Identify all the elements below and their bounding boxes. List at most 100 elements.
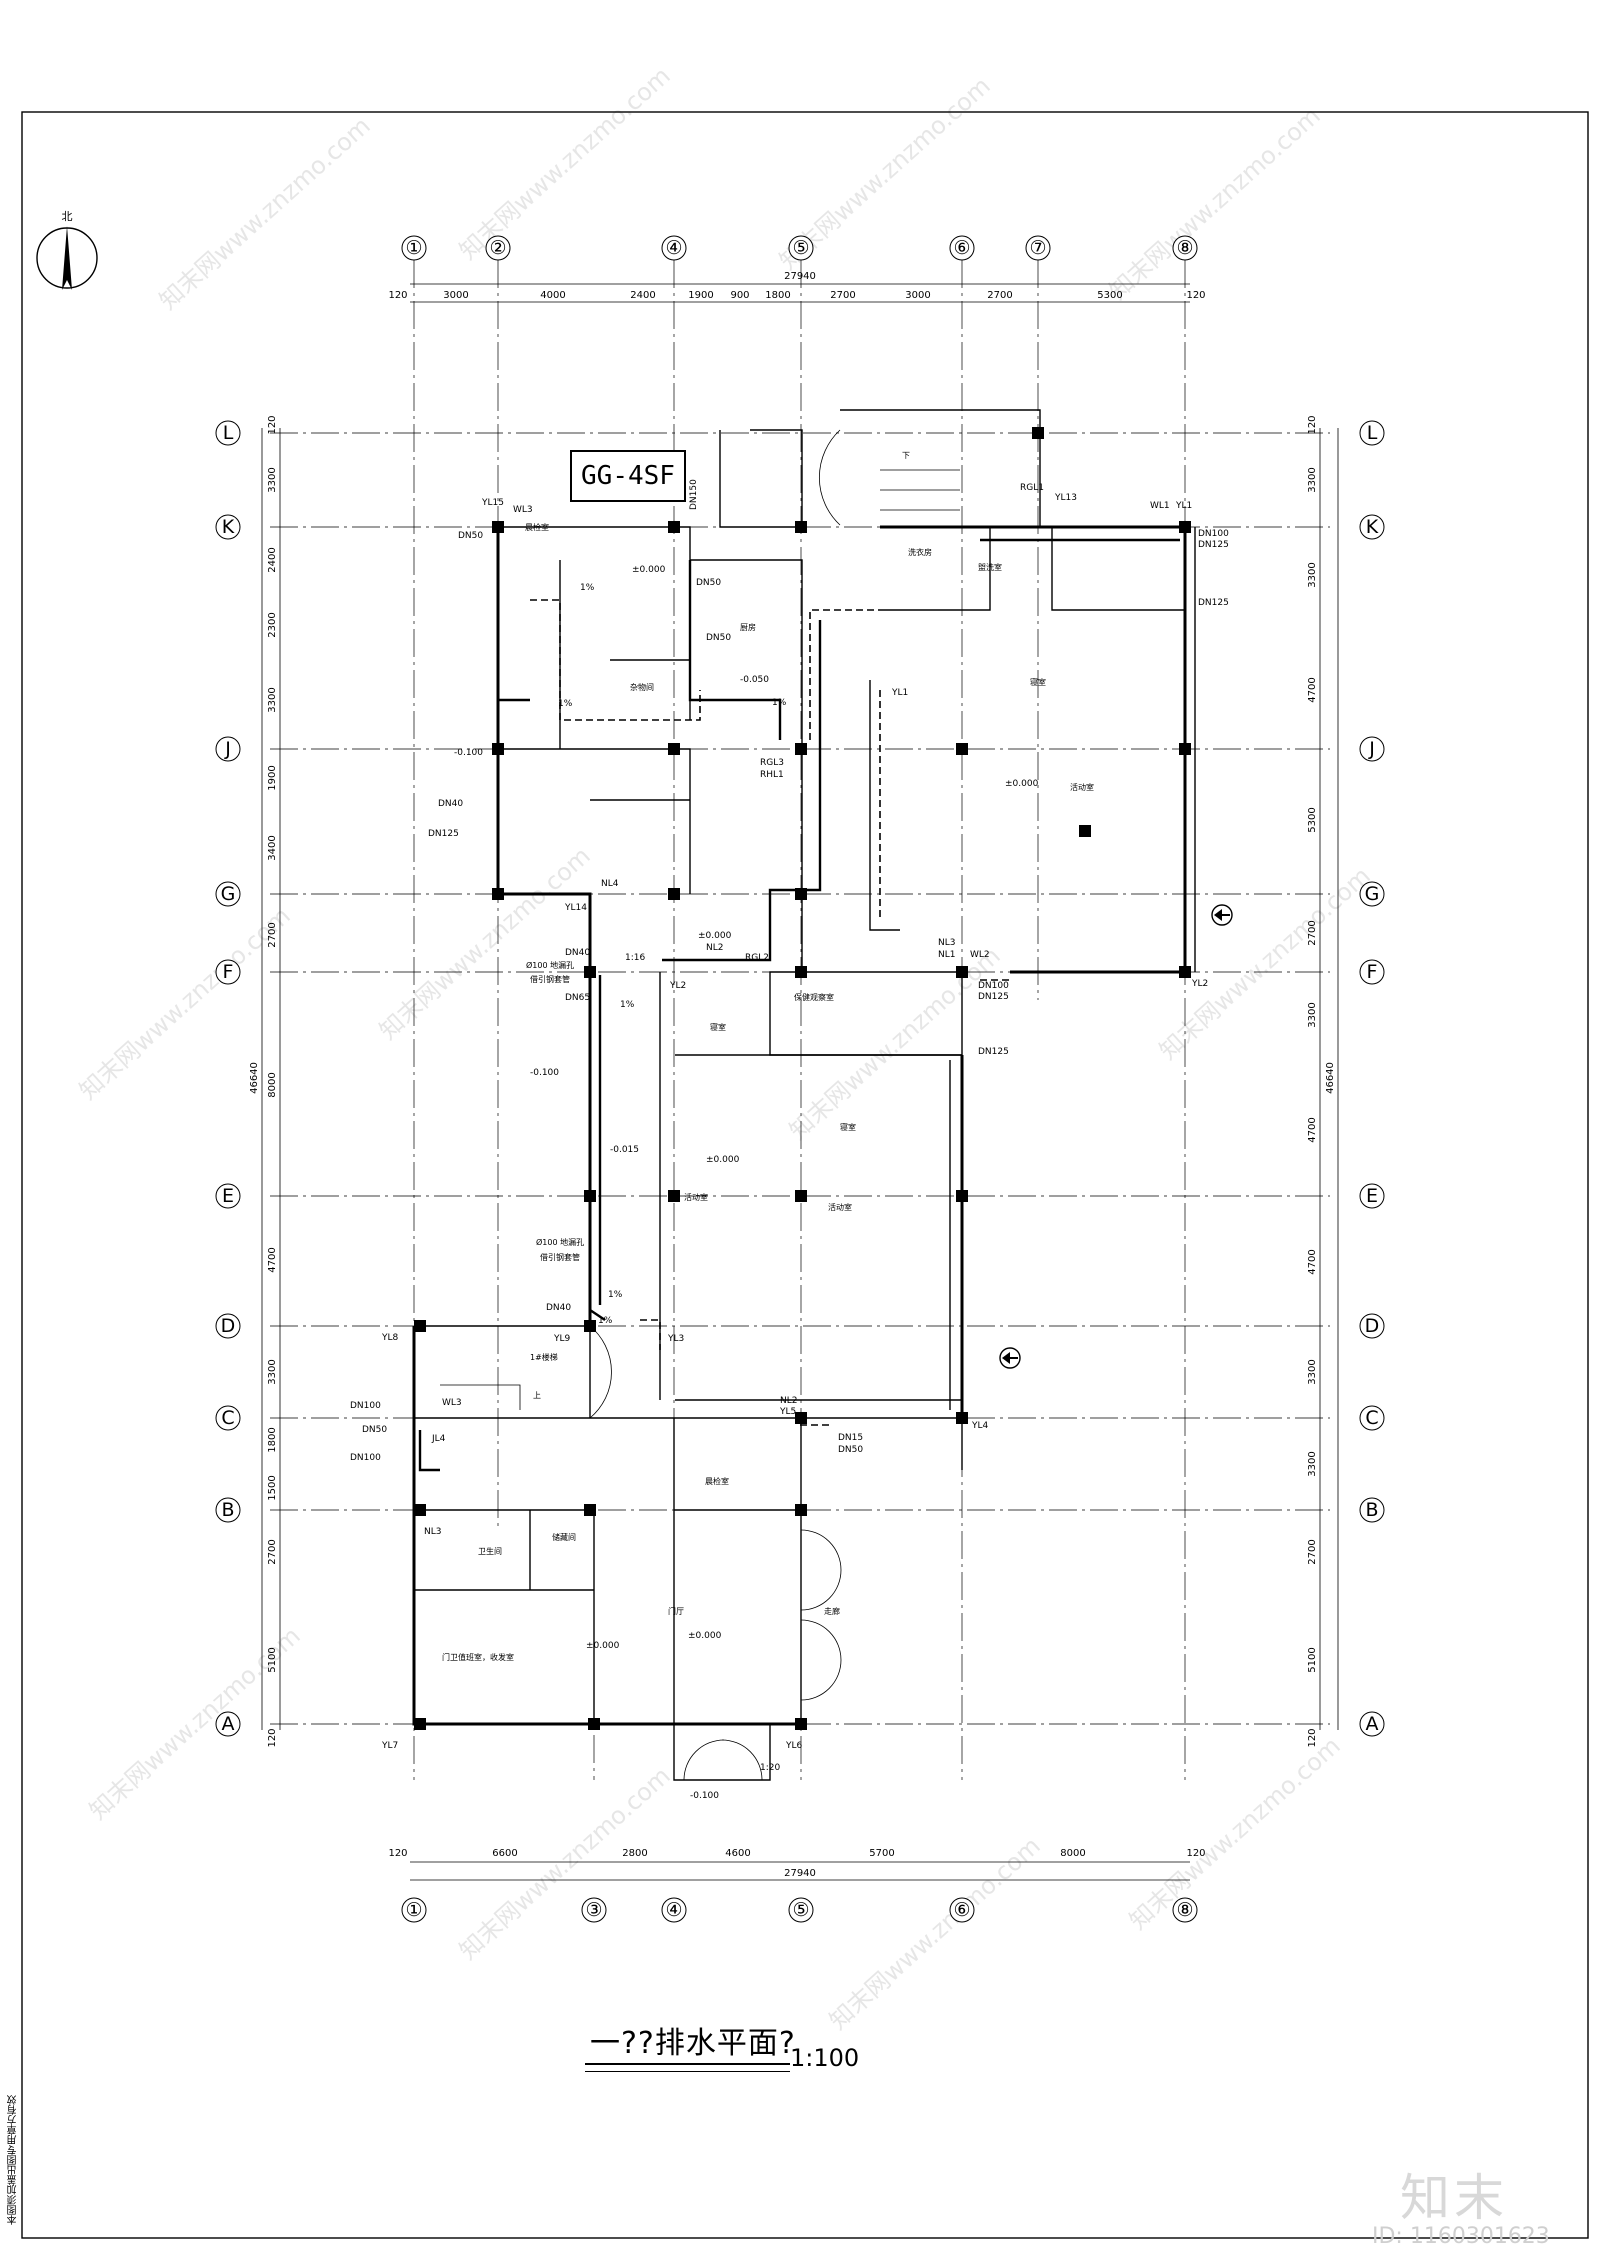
pipe-label: NL3 (938, 938, 955, 948)
axis-label: F (1367, 961, 1378, 983)
pipe-label: YL3 (667, 1334, 684, 1344)
column (956, 966, 968, 978)
dim-segment: 5700 (869, 1848, 894, 1859)
slope-label: 1% (580, 583, 595, 593)
pipe-label: NL3 (424, 1527, 441, 1537)
axis-label: B (221, 1499, 234, 1521)
dim-segment: 5100 (1307, 1647, 1318, 1672)
axis-bubble: A (215, 1711, 241, 1737)
title-underline (585, 2063, 790, 2072)
axis-label: D (221, 1315, 236, 1337)
dim-segment: 120 (388, 290, 407, 301)
dim-segment: 4700 (1307, 1117, 1318, 1142)
pipe-label: YL2 (669, 981, 686, 991)
level-label: -0.050 (740, 675, 769, 685)
room-label: 晨检室 (705, 1476, 729, 1486)
axis-bubble: G (215, 881, 241, 907)
approval-stamp-note: 本图须加盖出图专用章方有效 (8, 2095, 19, 2225)
dim-segment: 120 (1186, 1848, 1205, 1859)
dim-segment: 1500 (267, 1475, 278, 1500)
pipe-label: JL4 (431, 1434, 446, 1444)
dim-segment: 2300 (267, 612, 278, 637)
room-label: 盥洗室 (978, 562, 1002, 572)
axis-bubble: ⑤ (788, 1897, 814, 1923)
drawing-scale: 1:100 (790, 2044, 860, 2072)
column (1179, 743, 1191, 755)
room-label: 洗衣房 (908, 547, 932, 557)
building-walls (412, 409, 1196, 1781)
slope-label: 1% (558, 699, 573, 709)
axis-bubble: L (215, 420, 241, 446)
left-axis-bubbles: L K J G F E D C B A (215, 420, 241, 1737)
axis-label: ⑥ (953, 1899, 970, 1921)
pipe-label: YL5 (779, 1407, 796, 1417)
axis-bubble: C (1359, 1405, 1385, 1431)
axis-bubble: D (215, 1313, 241, 1339)
ratio-label: 1:16 (625, 953, 645, 963)
column (668, 888, 680, 900)
pipe-label: DN125 (428, 829, 459, 839)
axis-bubble: ⑦ (1025, 235, 1051, 261)
slope-label: 1% (772, 698, 787, 708)
system-tag-box: GG-4SF (570, 450, 686, 502)
dim-segment: 6600 (492, 1848, 517, 1859)
level-label: ±0.000 (698, 931, 732, 941)
dim-segment: 2700 (1307, 920, 1318, 945)
axis-bubble: ⑤ (788, 235, 814, 261)
pipe-label: YL6 (785, 1741, 803, 1751)
dim-segment: 2700 (267, 922, 278, 947)
axis-bubble: ① (401, 1897, 427, 1923)
pipe-label: DN50 (362, 1425, 387, 1435)
column (956, 1190, 968, 1202)
axis-label: L (1367, 422, 1378, 444)
bottom-dimensions: 120 6600 2800 4600 5700 8000 120 27940 (388, 1848, 1206, 1881)
dim-segment: 4700 (267, 1247, 278, 1272)
dim-segment: 120 (388, 1848, 407, 1859)
dim-segment: 3300 (267, 687, 278, 712)
dim-segment: 3300 (267, 467, 278, 492)
bottom-axis-bubbles: ① ③ ④ ⑤ ⑥ ⑧ (401, 1897, 1198, 1923)
axis-label: A (222, 1713, 235, 1735)
dim-segment: 1800 (765, 290, 790, 301)
room-label: 储藏间 (552, 1532, 576, 1542)
column (795, 743, 807, 755)
room-label: 厨房 (740, 622, 756, 632)
pipe-label: NL1 (938, 950, 955, 960)
dim-segment: 120 (1307, 1728, 1318, 1747)
pipe-label: DN125 (1198, 540, 1229, 550)
dim-segment: 8000 (1060, 1848, 1085, 1859)
pipe-label: YL1 (891, 688, 908, 698)
axis-bubble: ④ (661, 1897, 687, 1923)
slope-label: 1% (620, 1000, 635, 1010)
column (414, 1718, 426, 1730)
level-label: ±0.000 (586, 1641, 620, 1651)
axis-bubble: E (215, 1183, 241, 1209)
column (492, 888, 504, 900)
axis-bubble: F (215, 959, 241, 985)
pipe-label: DN50 (696, 578, 721, 588)
dim-segment: 2400 (630, 290, 655, 301)
axis-label: ⑦ (1029, 237, 1046, 259)
room-label: 活动室 (1070, 782, 1094, 792)
dim-segment: 2700 (1307, 1539, 1318, 1564)
pipe-label: YL14 (564, 903, 587, 913)
dim-segment: 3000 (443, 290, 468, 301)
axis-bubble: ④ (661, 235, 687, 261)
axis-label: K (222, 516, 235, 538)
axis-bubble: J (1359, 736, 1385, 762)
axis-label: B (1365, 1499, 1378, 1521)
room-names: 1#楼梯 上 下 寝室 活动室 寝室 活动室 寝室 活动室 门厅 走廊 晨检室 … (442, 451, 1094, 1662)
room-label: 上 (533, 1391, 541, 1400)
column (668, 1190, 680, 1202)
dim-segment: 4700 (1307, 677, 1318, 702)
pipe-label: RGL3 (760, 758, 784, 768)
sheet-border (21, 111, 1589, 2239)
pipe-label: WL3 (513, 505, 533, 515)
room-label: 走廊 (824, 1606, 840, 1616)
axis-label: ② (489, 237, 506, 259)
room-label: 门厅 (668, 1606, 684, 1616)
level-label: ±0.000 (1005, 779, 1039, 789)
axis-bubble: B (215, 1497, 241, 1523)
dim-segment: 3300 (1307, 1451, 1318, 1476)
